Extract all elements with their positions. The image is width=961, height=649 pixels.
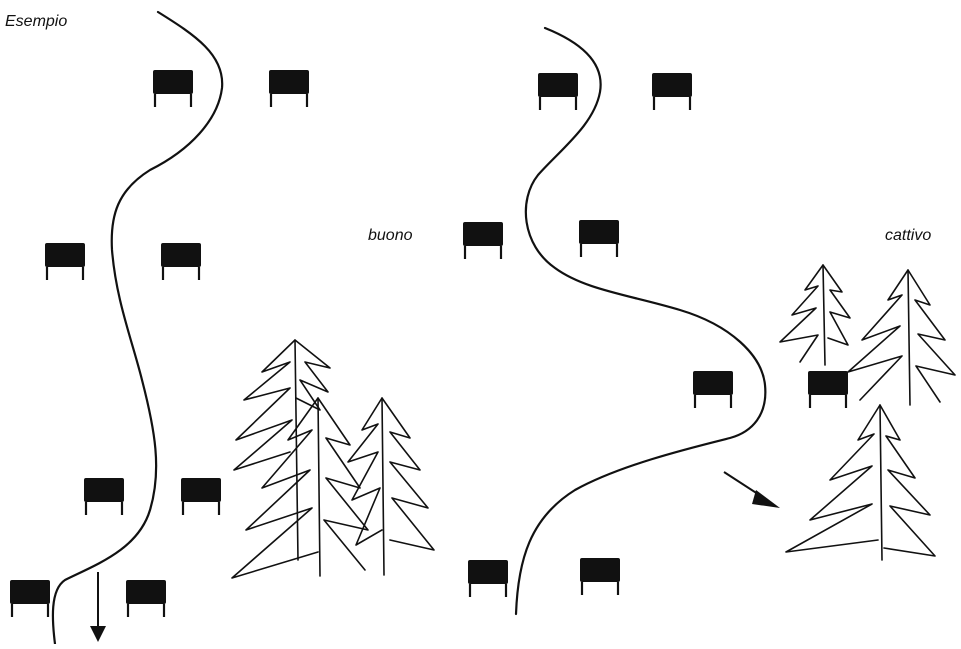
label-good: buono (368, 227, 413, 244)
river-left (51, 10, 224, 646)
building-icon (159, 241, 203, 282)
building-icon (536, 71, 580, 112)
building-icon (466, 558, 510, 599)
building-icon (691, 369, 735, 410)
fir-tree-icon (231, 397, 369, 579)
building-icon (151, 68, 195, 109)
building-icon (43, 241, 87, 282)
building-icon (577, 218, 621, 259)
label-example: Esempio (5, 13, 68, 30)
fir-tree-icon (347, 397, 435, 576)
building-icon (578, 556, 622, 597)
building-icon (124, 578, 168, 619)
building-icon (179, 476, 223, 517)
river-right (514, 26, 767, 616)
building-icon (8, 578, 52, 619)
label-bad: cattivo (885, 227, 932, 244)
fir-tree-icon (847, 269, 956, 406)
arrow-icon (723, 471, 780, 508)
fir-tree-icon (233, 339, 331, 561)
right-panel (461, 26, 956, 616)
building-icon (650, 71, 694, 112)
fir-tree-icon (779, 264, 851, 366)
building-icon (806, 369, 850, 410)
building-icon (461, 220, 505, 261)
left-panel (8, 10, 435, 646)
building-icon (267, 68, 311, 109)
fir-tree-icon (785, 404, 936, 561)
arrow-icon (90, 572, 106, 642)
building-icon (82, 476, 126, 517)
